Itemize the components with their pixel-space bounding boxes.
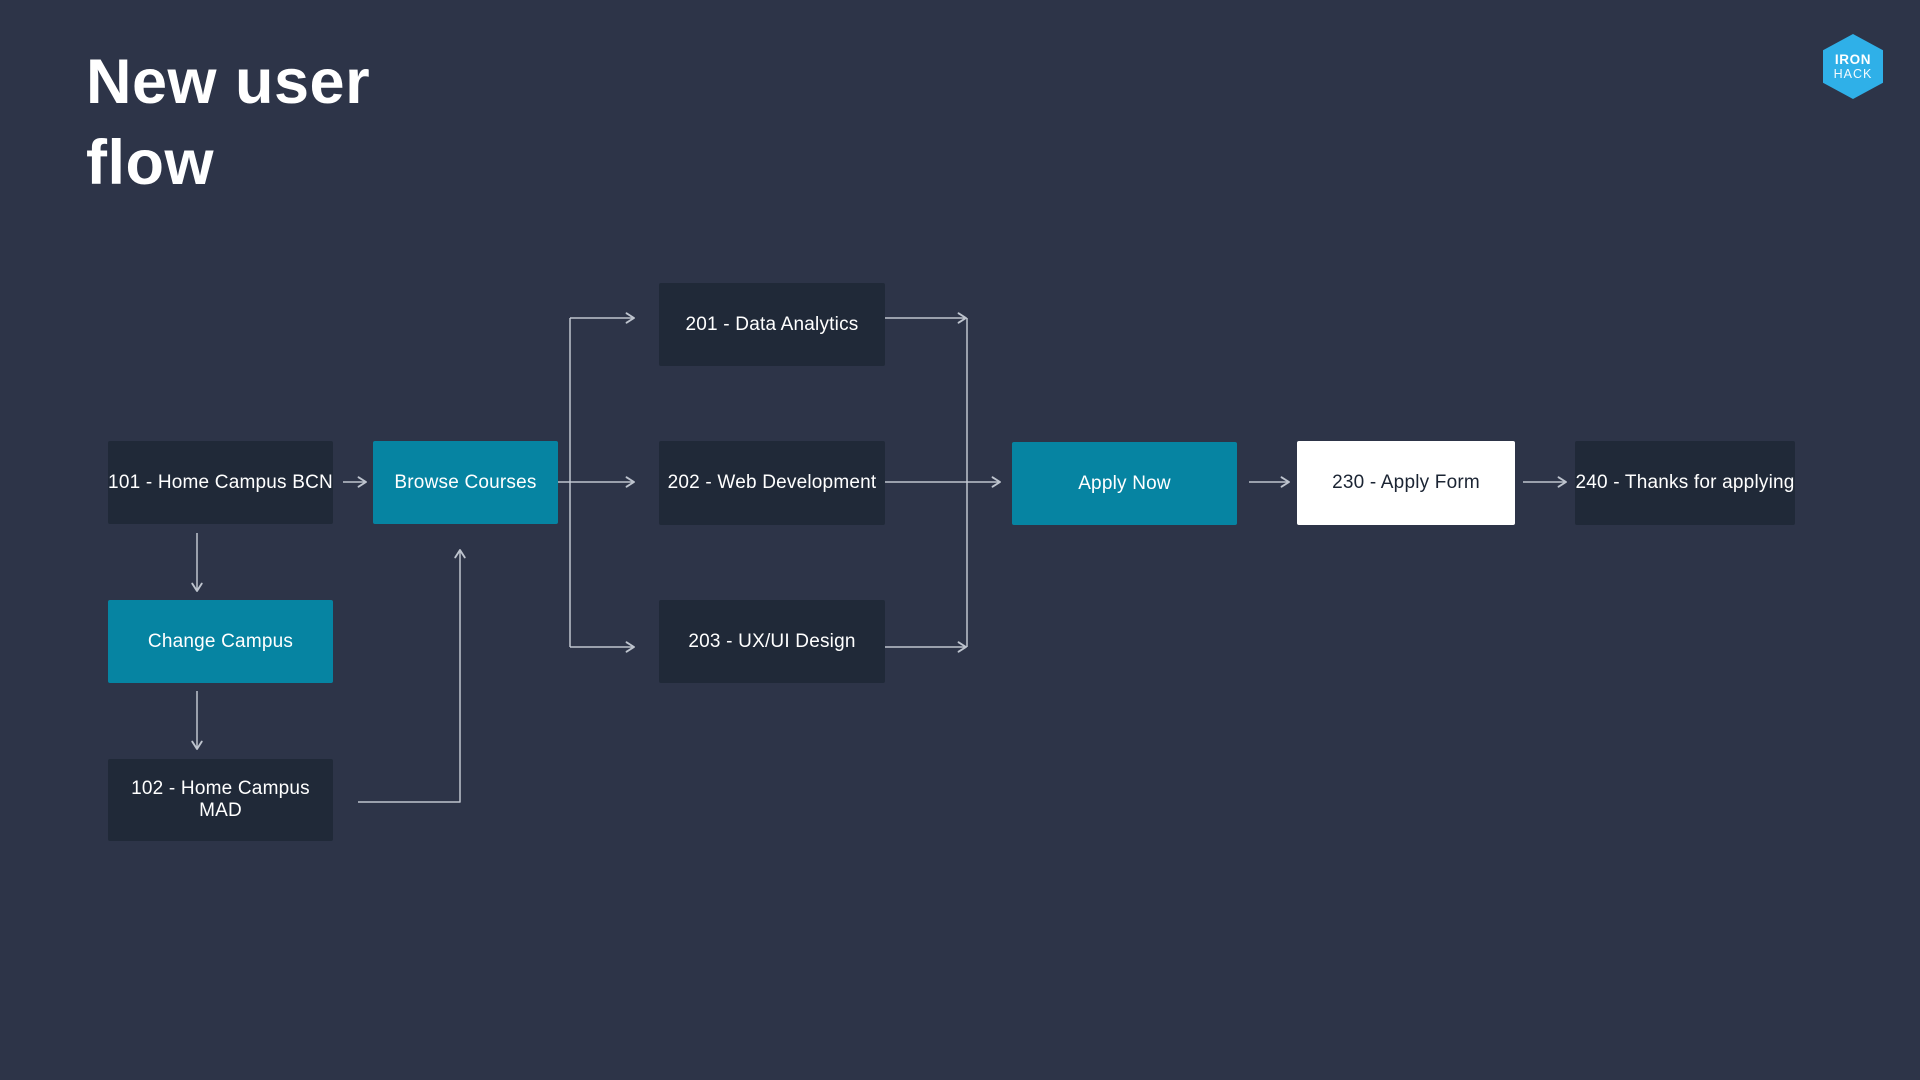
edge-102-to-browse — [358, 549, 466, 803]
page-title: New user flow — [86, 42, 370, 204]
flow-node-230-apply-form: 230 - Apply Form — [1297, 441, 1515, 525]
node-label-102: 102 - Home Campus MAD — [131, 778, 310, 821]
logo-text-hack: HACK — [1833, 67, 1873, 81]
node-label-240: 240 - Thanks for applying — [1575, 472, 1795, 493]
node-label-apply-now: Apply Now — [1078, 472, 1171, 494]
flow-node-change-campus: Change Campus — [108, 600, 333, 683]
node-label-230: 230 - Apply Form — [1332, 472, 1480, 493]
flow-node-apply-now: Apply Now — [1012, 442, 1237, 525]
node-label-202: 202 - Web Development — [667, 472, 877, 493]
flow-node-102-home-campus-mad: 102 - Home Campus MAD — [108, 759, 333, 841]
page-title-line-1: New user — [86, 47, 371, 117]
node-label-change-campus: Change Campus — [147, 630, 294, 652]
node-label-101: 101 - Home Campus BCN — [108, 471, 333, 493]
flow-node-202-web-development: 202 - Web Development — [659, 441, 885, 525]
ironhack-logo: IRON HACK — [1823, 34, 1883, 99]
node-label-203: 203 - UX/UI Design — [688, 630, 856, 652]
page-title-line-2: flow — [86, 128, 214, 198]
flow-node-203-ux-ui-design: 203 - UX/UI Design — [659, 600, 885, 683]
flow-node-browse-courses: Browse Courses — [373, 441, 558, 524]
flow-node-201-data-analytics: 201 - Data Analytics — [659, 283, 885, 366]
node-label-browse-courses: Browse Courses — [394, 471, 537, 493]
ironhack-hexagon-icon: IRON HACK — [1823, 34, 1883, 99]
logo-text-iron: IRON — [1834, 52, 1872, 67]
flow-node-101-home-campus-bcn: 101 - Home Campus BCN — [108, 441, 333, 524]
node-label-201: 201 - Data Analytics — [685, 313, 859, 335]
flow-node-240-thanks-for-applying: 240 - Thanks for applying — [1575, 441, 1795, 525]
